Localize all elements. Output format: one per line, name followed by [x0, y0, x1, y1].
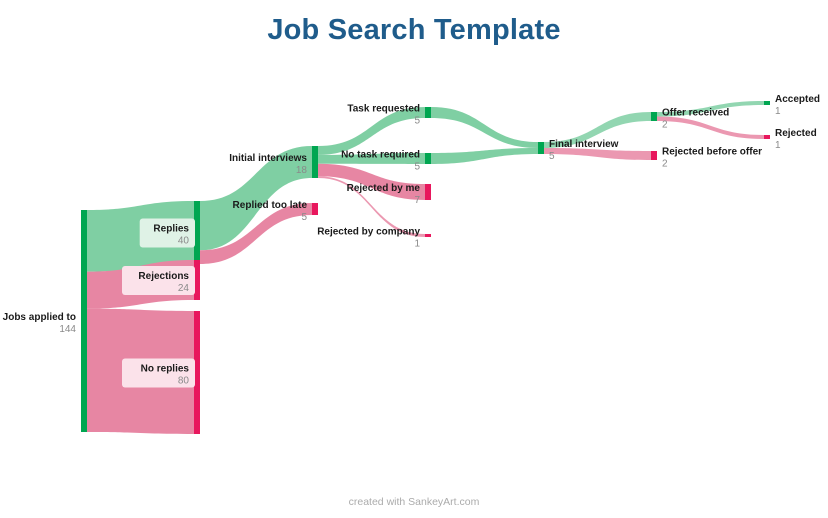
sankey-link — [431, 148, 538, 164]
node-label-name: Replies — [153, 224, 189, 235]
node-label-value: 2 — [662, 159, 668, 170]
node-label-value: 1 — [775, 140, 781, 151]
sankey-node-no_replies[interactable] — [194, 311, 200, 434]
node-label-name: Rejected by company — [317, 227, 420, 238]
sankey-link — [657, 101, 764, 117]
node-label-name: No task required — [341, 150, 420, 161]
node-label-name: Accepted — [775, 94, 820, 105]
node-label-name: Rejected — [775, 128, 817, 139]
sankey-node-task_requested[interactable] — [425, 107, 431, 118]
node-label-name: Offer received — [662, 108, 729, 119]
node-label-background — [139, 218, 195, 248]
node-label-name: Rejections — [138, 271, 189, 282]
sankey-link — [544, 148, 651, 160]
sankey-node-rejected[interactable] — [764, 135, 770, 139]
node-label-value: 7 — [414, 195, 420, 206]
sankey-node-rejected_by_company[interactable] — [425, 234, 431, 237]
sankey-labels-layer: Jobs applied to144Replies40Rejections24N… — [3, 94, 820, 388]
node-label-name: Task requested — [347, 104, 420, 115]
node-label-name: Replied too late — [233, 200, 308, 211]
node-label-value: 18 — [296, 165, 308, 176]
sankey-node-rejected_before_offer[interactable] — [651, 151, 657, 160]
node-label-name: No replies — [141, 364, 190, 375]
node-label-rejected_by_me: Rejected by me7 — [347, 183, 421, 206]
sankey-node-final_interview[interactable] — [538, 142, 544, 154]
sankey-nodes-layer — [81, 101, 770, 434]
sankey-node-rejected_by_me[interactable] — [425, 184, 431, 200]
sankey-node-no_task_required[interactable] — [425, 153, 431, 164]
sankey-link — [200, 203, 312, 264]
node-label-name: Initial interviews — [229, 153, 307, 164]
node-label-value: 5 — [414, 116, 420, 127]
node-label-value: 144 — [59, 324, 76, 335]
sankey-link — [318, 176, 425, 237]
node-label-value: 80 — [178, 376, 190, 387]
node-label-value: 5 — [549, 151, 555, 162]
sankey-node-replied_too_late[interactable] — [312, 203, 318, 215]
sankey-link — [318, 163, 425, 200]
sankey-node-jobs_applied[interactable] — [81, 210, 87, 432]
sankey-node-initial_interviews[interactable] — [312, 146, 318, 178]
sankey-node-replies[interactable] — [194, 201, 200, 264]
node-label-value: 1 — [775, 106, 781, 117]
node-label-background — [122, 266, 195, 295]
sankey-link — [200, 146, 312, 251]
node-label-value: 5 — [414, 162, 420, 173]
node-label-value: 24 — [178, 283, 190, 294]
node-label-value: 2 — [662, 120, 668, 131]
node-label-name: Final interview — [549, 139, 619, 150]
node-label-name: Rejected by me — [347, 183, 421, 194]
sankey-link — [318, 107, 425, 155]
sankey-link — [544, 112, 651, 148]
node-label-name: Rejected before offer — [662, 147, 762, 158]
node-label-name: Jobs applied to — [3, 312, 76, 323]
page-title: Job Search Template — [267, 14, 561, 46]
sankey-node-offer_received[interactable] — [651, 112, 657, 121]
sankey-link — [657, 116, 764, 139]
node-label-value: 40 — [178, 236, 190, 247]
node-label-value: 5 — [301, 212, 307, 223]
sankey-link — [431, 107, 538, 148]
sankey-link — [318, 153, 425, 164]
node-label-value: 1 — [414, 239, 420, 250]
sankey-node-rejections[interactable] — [194, 260, 200, 300]
node-label-background — [122, 358, 195, 388]
footer-credit: created with SankeyArt.com — [348, 496, 480, 508]
sankey-node-accepted[interactable] — [764, 101, 770, 105]
